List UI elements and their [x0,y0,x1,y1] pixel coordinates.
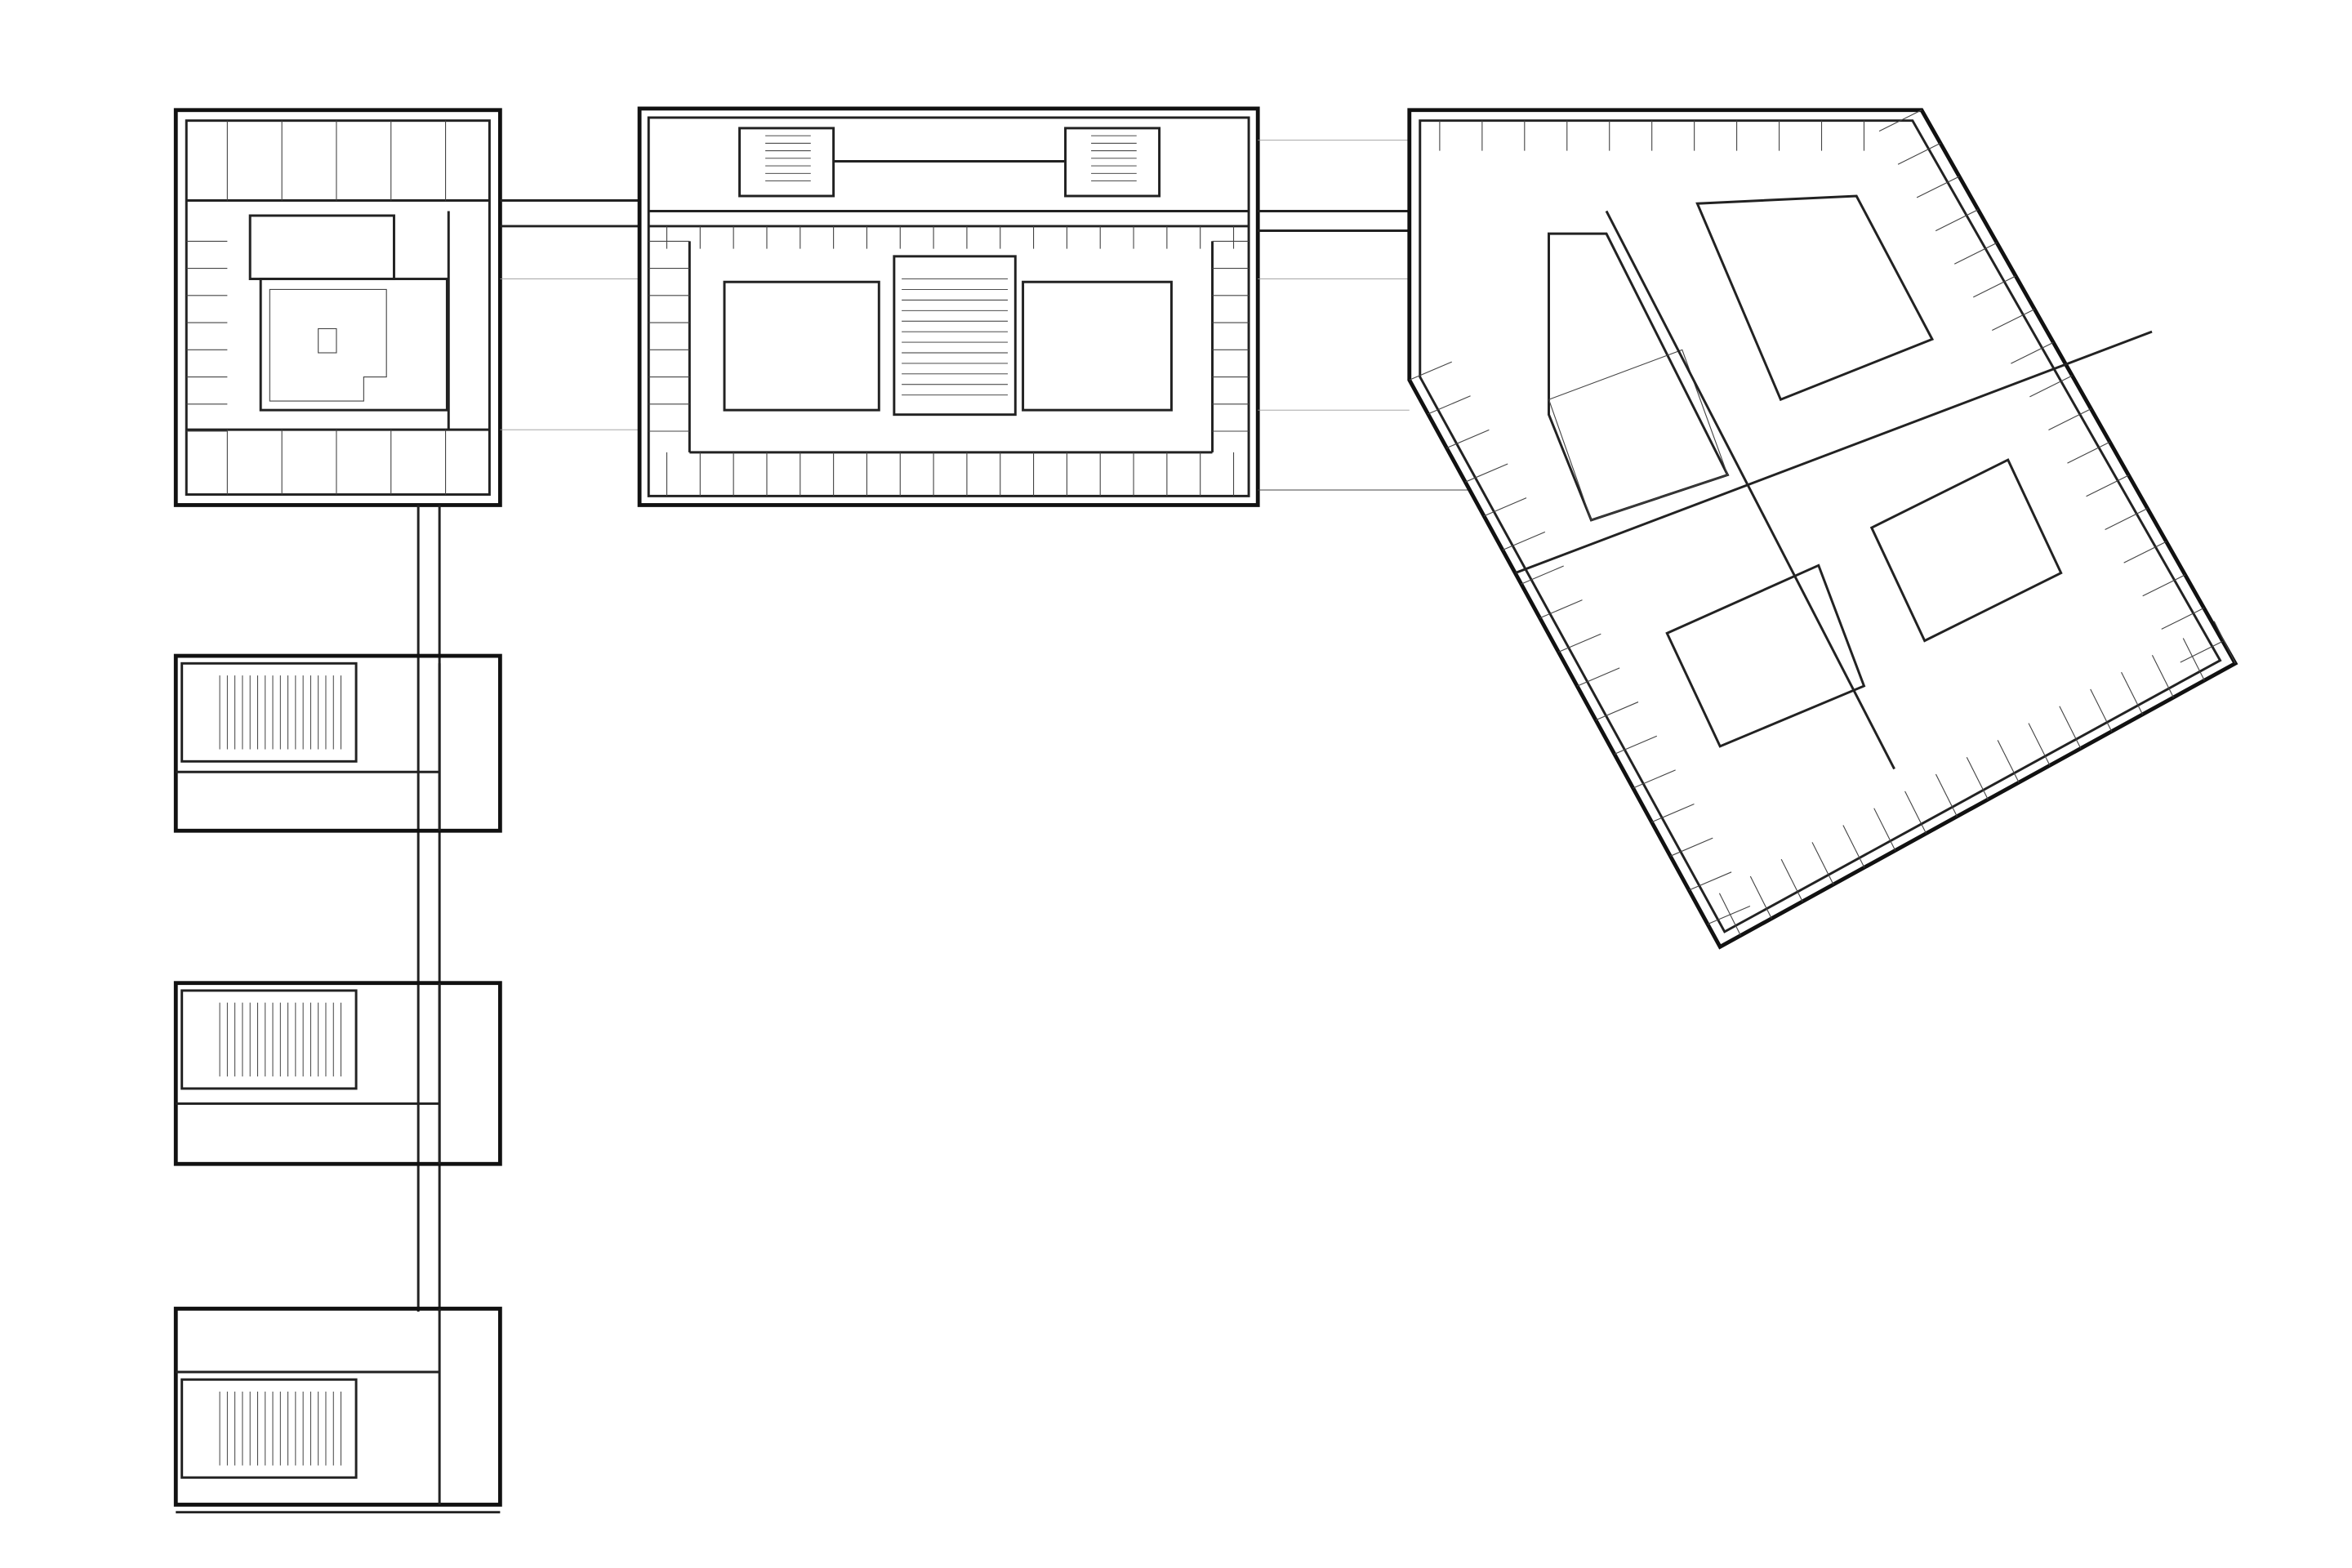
partition [1502,531,1546,550]
partition [2161,608,2204,630]
partition [1953,242,1998,265]
partition [2142,574,2185,597]
partition [2151,655,2174,698]
partition [1428,395,1471,415]
partition [1904,791,1927,834]
lecture-hall-block-1 [173,653,502,833]
partition [2011,341,2054,364]
rotated-east-block [1407,108,2238,950]
partition [1992,309,2035,332]
partition [1539,599,1583,619]
central-block [637,106,1260,507]
partition [2029,375,2073,398]
partition [2121,671,2144,715]
partition [1651,804,1695,823]
partition [1688,871,1732,891]
partition [1916,176,1960,198]
partition [2048,408,2091,430]
partition [1670,837,1713,857]
partition [1935,209,1979,232]
partition [1811,842,1834,885]
partition [1749,875,1772,919]
partition [2213,621,2236,664]
partition [1966,756,1989,800]
partition [1873,808,1896,851]
partition [1707,905,1751,925]
partition [1595,702,1639,721]
partition [2086,474,2129,497]
partition [1718,893,1741,936]
partition [1997,740,2020,783]
partition [1558,633,1601,653]
partition [1409,361,1452,381]
partition [1842,825,1865,868]
partition [1935,773,1958,817]
partition [1614,735,1658,755]
partition [1483,497,1527,517]
partition [1521,565,1564,585]
lecture-hall-block-2 [173,981,502,1166]
partition [1973,275,2016,298]
partition [2067,441,2110,464]
partition [2180,640,2223,663]
north-west-block [173,108,502,507]
partition [1465,463,1508,483]
partition [2105,508,2148,530]
partition [2059,706,2082,749]
partition [2028,723,2051,766]
partition [1780,858,1803,902]
partition [2090,688,2113,732]
partition [2123,541,2167,564]
partition [1633,769,1676,789]
partition [1878,109,1922,132]
lecture-hall-block-3 [173,1307,502,1514]
partition [1446,429,1490,449]
partition [2182,638,2205,681]
partition [1576,667,1620,687]
partition [1897,142,1941,165]
